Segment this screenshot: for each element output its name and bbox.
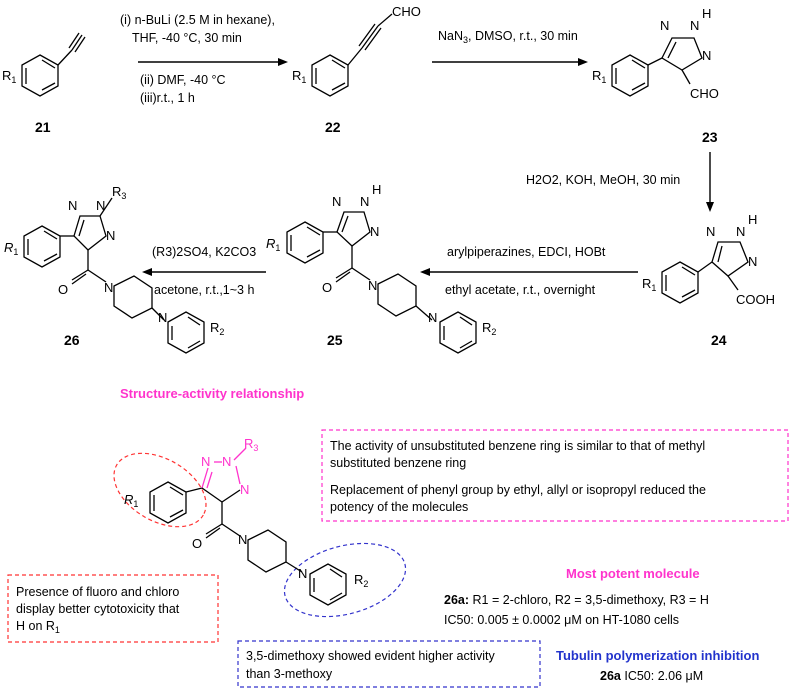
h-label-25: H — [372, 182, 381, 197]
most-potent-line1: 26a: R1 = 2-chloro, R2 = 3,5-dimethoxy, … — [444, 593, 709, 607]
n-label-24a: N — [706, 224, 715, 239]
blue-note-line2: than 3-methoxy — [246, 667, 333, 681]
pink-note-line3: Replacement of phenyl group by ethyl, al… — [330, 483, 706, 497]
condition-step1-i: (i) n-BuLi (2.5 M in hexane), — [120, 13, 275, 27]
n-label-25b: N — [370, 224, 379, 239]
sar-r3-label: R3 — [244, 436, 258, 453]
compound-number-24: 24 — [711, 332, 727, 348]
pink-note-line2: substituted benzene ring — [330, 456, 466, 470]
r1-label-22: R1 — [292, 68, 306, 85]
sar-r1-label: R1 — [124, 492, 138, 509]
nh-label-23: N — [690, 18, 699, 33]
tubulin-title: Tubulin polymerization inhibition — [556, 648, 759, 663]
r1-label: R1 — [2, 68, 16, 85]
red-note-line3: H on R1 — [16, 619, 60, 635]
r1-label-24: R1 — [642, 276, 656, 293]
pip-n2-label-25: N — [428, 310, 437, 325]
cooh-label-24: COOH — [736, 292, 775, 307]
sar-o-label: O — [192, 536, 202, 551]
arrowhead-step-4 — [420, 268, 430, 276]
condition-step1-thf: THF, -40 °C, 30 min — [132, 31, 242, 45]
red-note-line1: Presence of fluoro and chloro — [16, 585, 179, 599]
compound-21-structure: R1 21 — [2, 32, 86, 135]
compound-number-21: 21 — [35, 119, 51, 135]
compound-23-structure: N N H N CHO R1 23 — [592, 6, 719, 145]
condition-step3: H2O2, KOH, MeOH, 30 min — [526, 173, 680, 187]
red-note-box — [7, 574, 219, 643]
condition-step2: NaN3, DMSO, r.t., 30 min — [438, 29, 578, 45]
nh-label-24: N — [736, 224, 745, 239]
tubulin-value: 26a IC50: 2.06 μM — [600, 669, 703, 683]
sar-pip-n2-label: N — [298, 566, 307, 581]
pink-note-line4: potency of the molecules — [330, 500, 468, 514]
n-label-26c: N — [106, 228, 115, 243]
r2-label-26: R2 — [210, 320, 224, 337]
n-label-26b: N — [96, 198, 105, 213]
compound-number-23: 23 — [702, 129, 718, 145]
arrowhead-step-2 — [578, 58, 588, 66]
n-label-24b: N — [748, 254, 757, 269]
sar-pip-n1-label: N — [238, 532, 247, 547]
arrowhead-step-3 — [706, 202, 714, 212]
n-label-26a: N — [68, 198, 77, 213]
condition-step4-bottom: ethyl acetate, r.t., overnight — [445, 283, 596, 297]
sar-n-label-c: N — [240, 482, 249, 497]
compound-26-structure: N N R3 N O N N R2 R1 26 — [4, 184, 224, 354]
n-label-23a: N — [660, 18, 669, 33]
nh-label-25: N — [360, 194, 369, 209]
r1-label-26: R1 — [4, 240, 18, 257]
r1-label-25: R1 — [266, 236, 280, 253]
sar-n-label-a: N — [201, 454, 210, 469]
arrowhead-step-5 — [142, 268, 152, 276]
r1-region-oval — [113, 452, 207, 528]
o-label-25: O — [322, 280, 332, 295]
r2-label-25: R2 — [482, 320, 496, 337]
r2-region-oval — [283, 542, 407, 618]
pip-n1-label-26: N — [104, 280, 113, 295]
n-label-25a: N — [332, 194, 341, 209]
compound-24-structure: N N H N COOH R1 24 — [642, 212, 775, 348]
condition-step1-ii: (ii) DMF, -40 °C — [140, 73, 226, 87]
o-label-26: O — [58, 282, 68, 297]
compound-number-22: 22 — [325, 119, 341, 135]
n-label-23b: N — [702, 48, 711, 63]
compound-25-structure: N N H N O N N R2 R1 25 — [266, 182, 496, 354]
condition-step5-top: (R3)2SO4, K2CO3 — [152, 245, 256, 259]
r3-label-26: R3 — [112, 184, 126, 201]
most-potent-line2: IC50: 0.005 ± 0.0002 μM on HT-1080 cells — [444, 613, 679, 627]
sar-n-label-b: N — [222, 454, 231, 469]
h-label-24: H — [748, 212, 757, 227]
pip-n1-label-25: N — [368, 278, 377, 293]
h-label-23: H — [702, 6, 711, 21]
pip-n2-label-26: N — [158, 310, 167, 325]
pink-note-box — [321, 429, 789, 522]
r1-label-23: R1 — [592, 68, 606, 85]
compound-number-26: 26 — [64, 332, 80, 348]
blue-note-box — [237, 640, 541, 688]
arrowhead-step-1 — [278, 58, 288, 66]
condition-step1-iii: (iii)r.t., 1 h — [140, 91, 195, 105]
compound-22-structure: CHO R1 22 — [292, 4, 421, 135]
condition-step5-bottom: acetone, r.t.,1~3 h — [154, 283, 254, 297]
sar-molecule-structure: N N R3 N O N N R2 R1 — [113, 436, 407, 618]
most-potent-title: Most potent molecule — [566, 566, 700, 581]
sar-title: Structure-activity relationship — [120, 386, 304, 401]
sar-r2-label: R2 — [354, 572, 368, 589]
compound-number-25: 25 — [327, 332, 343, 348]
red-note-line2: display better cytotoxicity that — [16, 602, 180, 616]
cho-label-22: CHO — [392, 4, 421, 19]
condition-step4-top: arylpiperazines, EDCI, HOBt — [447, 245, 606, 259]
cho-label-23: CHO — [690, 86, 719, 101]
pink-note-line1: The activity of unsubstituted benzene ri… — [330, 439, 705, 453]
blue-note-line1: 3,5-dimethoxy showed evident higher acti… — [246, 649, 495, 663]
